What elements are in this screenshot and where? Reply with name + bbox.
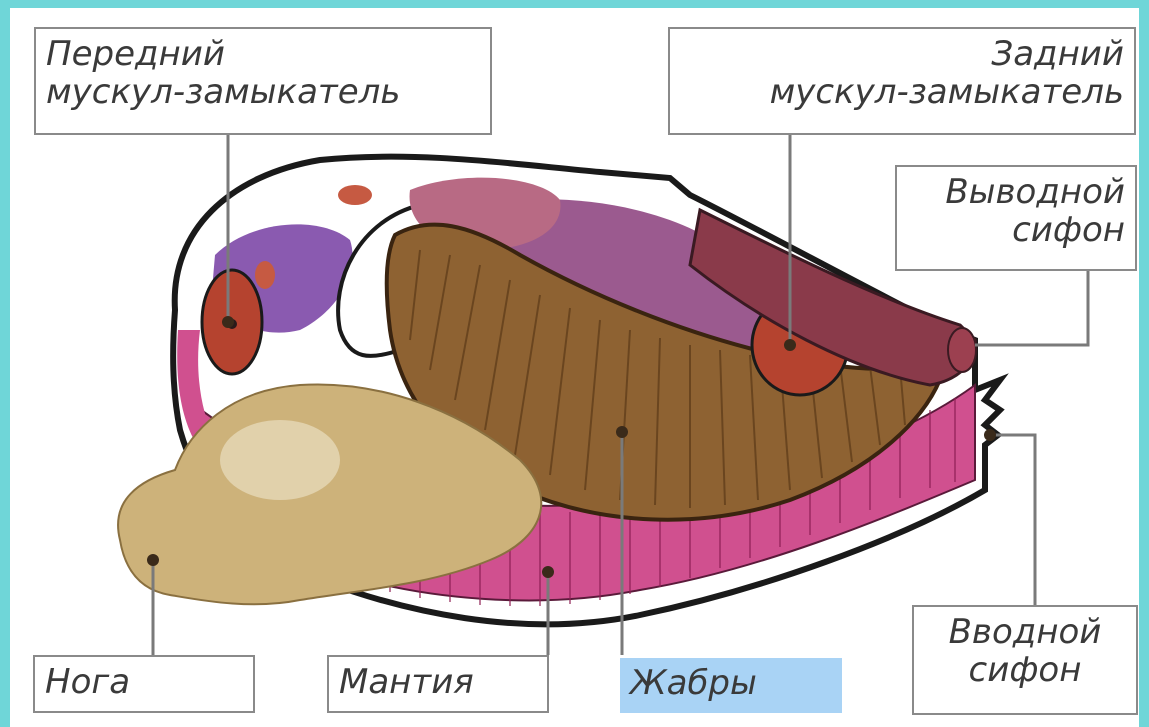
label-inhalant-siphon: Вводной сифон xyxy=(912,605,1138,715)
label-foot: Нога xyxy=(33,655,255,713)
label-gills: Жабры xyxy=(620,658,842,713)
foot-highlight xyxy=(220,420,340,500)
label-mantle: Мантия xyxy=(327,655,549,713)
siphon-tip xyxy=(948,328,976,372)
label-exhalant-siphon: Выводной сифон xyxy=(895,165,1137,271)
label-anterior-muscle: Передний мускул-замыкатель xyxy=(34,27,492,135)
small-organ-1 xyxy=(255,261,275,289)
small-organ-2 xyxy=(338,185,372,205)
label-posterior-muscle: Задний мускул-замыкатель xyxy=(668,27,1136,135)
